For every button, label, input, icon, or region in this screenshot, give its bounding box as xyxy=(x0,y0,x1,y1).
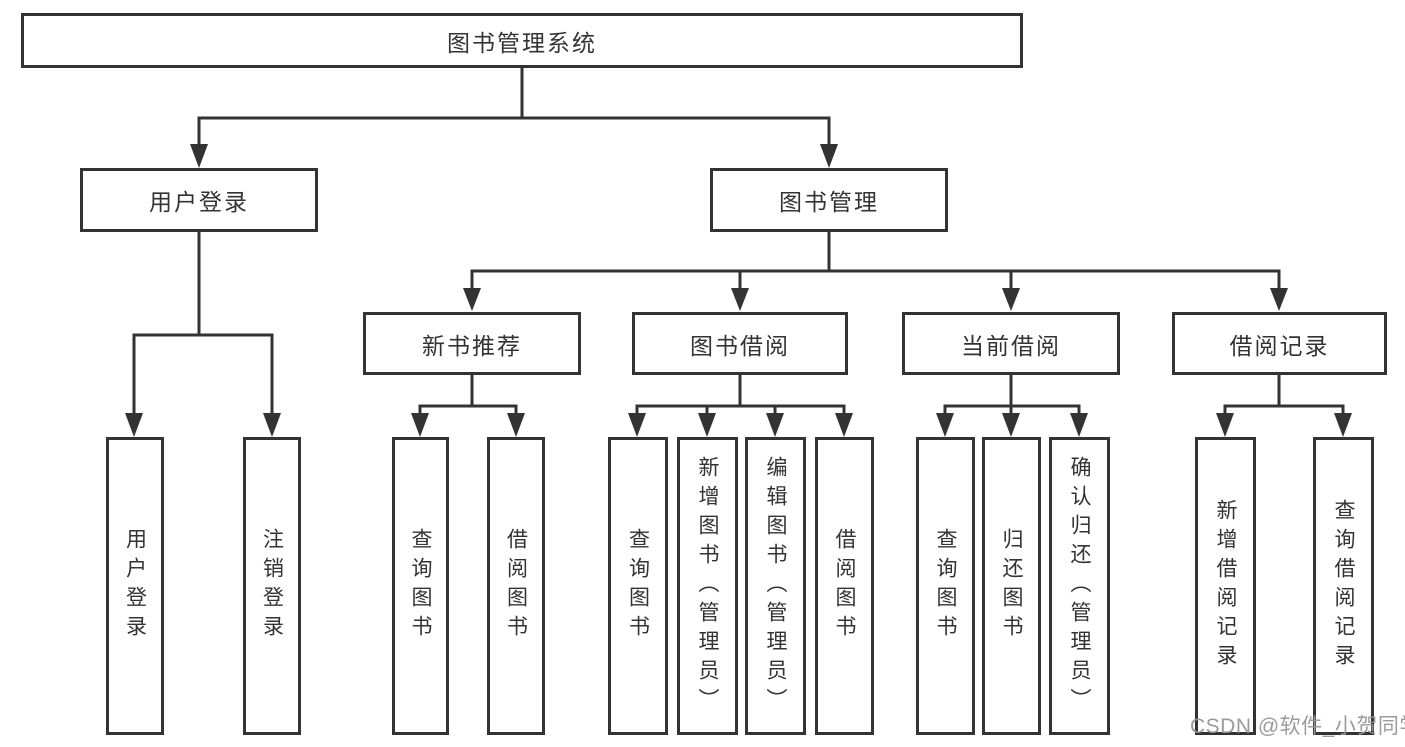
node-borrow-records: 借阅记录 xyxy=(1172,312,1387,375)
node-book-borrow: 图书借阅 xyxy=(632,312,848,375)
leaf-borrow-books: 借阅图书 xyxy=(815,437,874,735)
leaf-return-books: 归还图书 xyxy=(982,437,1041,735)
node-current-borrow: 当前借阅 xyxy=(902,312,1120,375)
leaf-logout-login: 注销登录 xyxy=(243,437,301,735)
csdn-watermark: CSDN @软件_小贺同学 xyxy=(1190,715,1405,738)
leaf-add-borrow-record: 新增借阅记录 xyxy=(1195,437,1256,735)
node-book-management: 图书管理 xyxy=(710,168,948,232)
leaf-add-book-admin: 新增图书（管理员） xyxy=(677,437,738,735)
leaf-edit-book-admin: 编辑图书（管理员） xyxy=(745,437,806,735)
node-new-book-recommend: 新书推荐 xyxy=(363,312,581,375)
node-user-login: 用户登录 xyxy=(80,168,318,232)
leaf-confirm-return-admin: 确认归还（管理员） xyxy=(1049,437,1110,735)
leaf-user-login: 用户登录 xyxy=(106,437,164,735)
leaf-query-books-current: 查询图书 xyxy=(916,437,975,735)
leaf-query-borrow-record: 查询借阅记录 xyxy=(1313,437,1374,735)
node-root-system: 图书管理系统 xyxy=(21,13,1023,68)
leaf-query-books-recommend: 查询图书 xyxy=(392,437,449,735)
leaf-borrow-books-recommend: 借阅图书 xyxy=(487,437,545,735)
leaf-query-books-borrow: 查询图书 xyxy=(608,437,668,735)
